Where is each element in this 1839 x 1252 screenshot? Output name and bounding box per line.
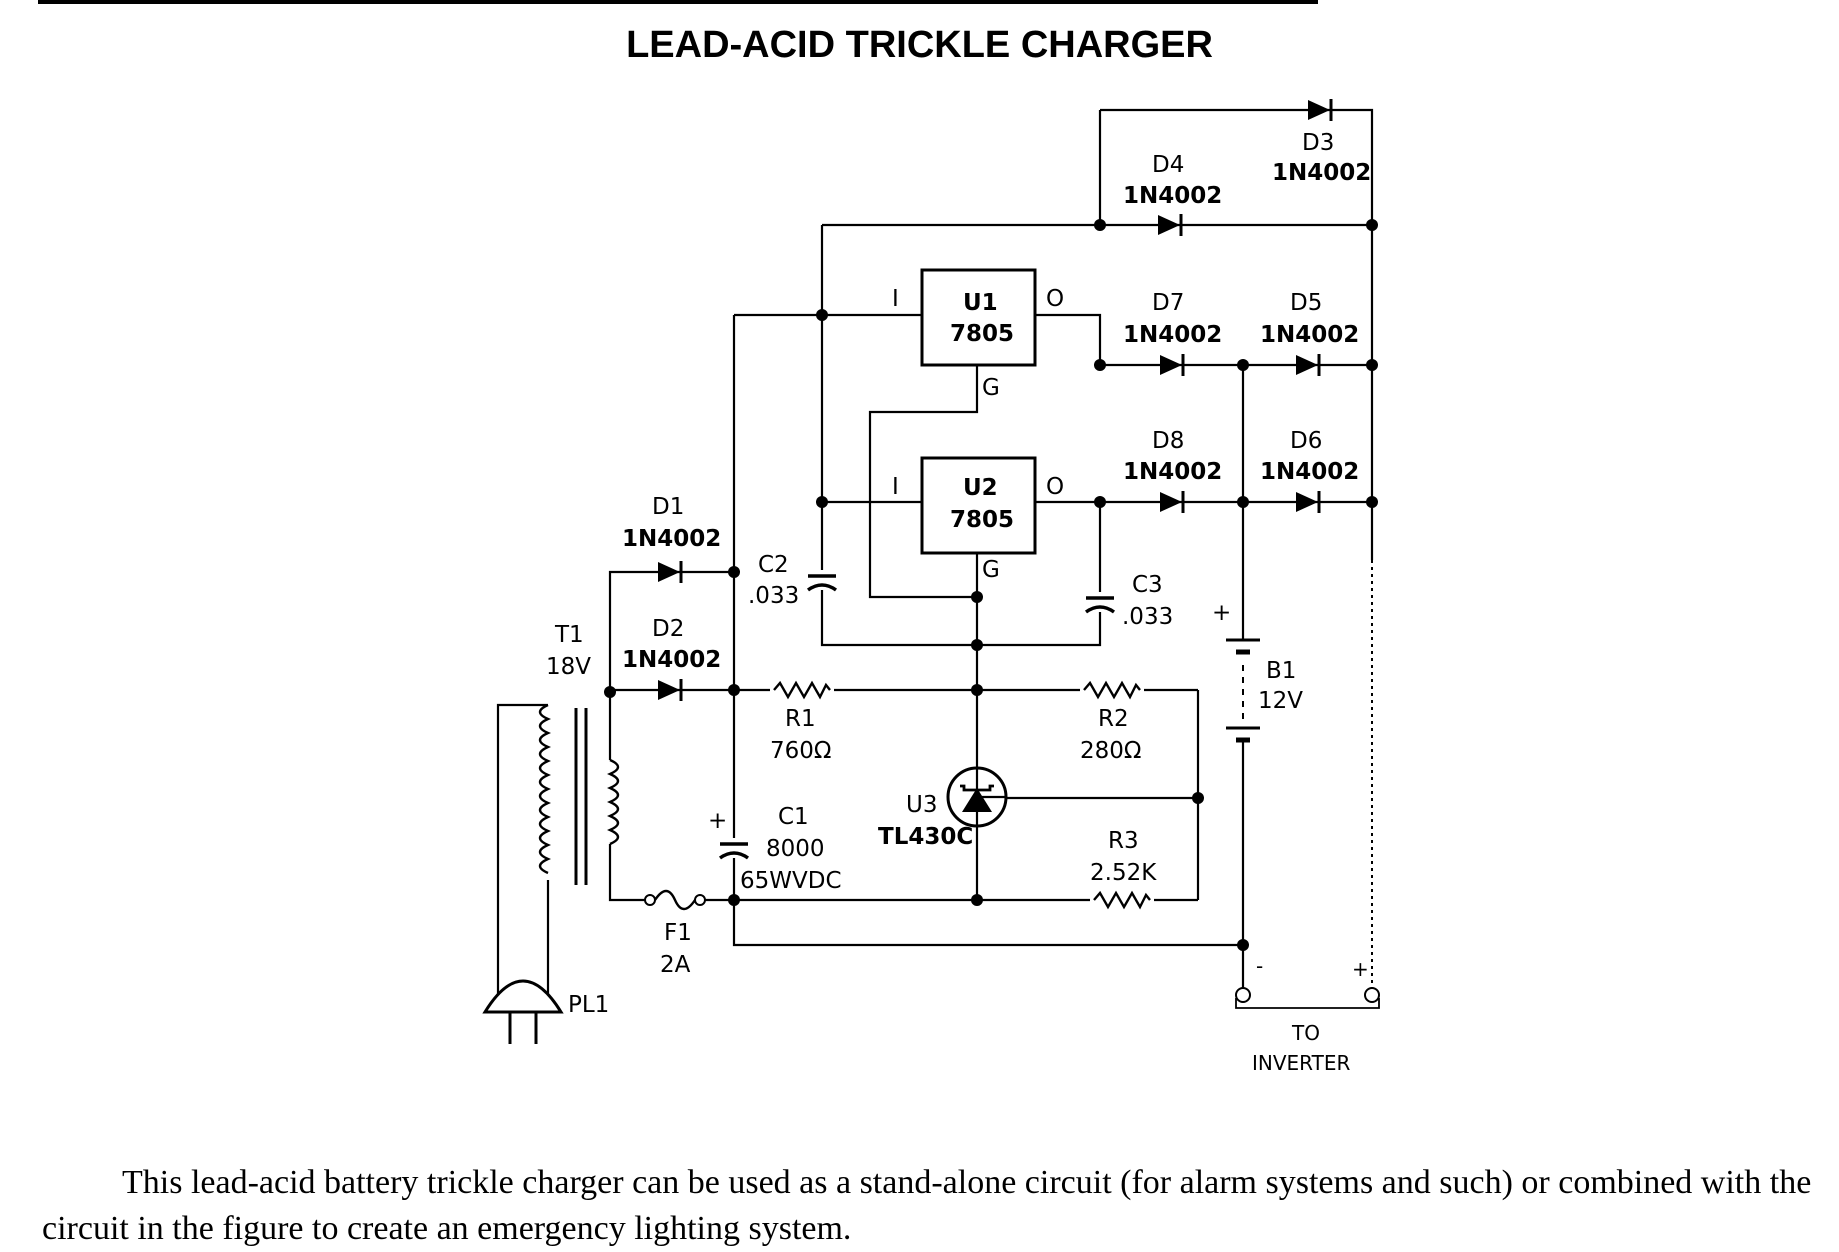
- c1-value-label: 8000: [766, 836, 825, 862]
- d8-part-label: 1N4002: [1123, 459, 1222, 485]
- top-rule: [38, 0, 1318, 4]
- caption-text: This lead-acid battery trickle charger c…: [42, 1164, 1812, 1247]
- u2-pin-o-label: O: [1046, 474, 1064, 500]
- f1-ref-label: F1: [664, 920, 692, 946]
- inverter-plus-label: +: [1352, 957, 1369, 981]
- fuse-f1-symbol: [644, 889, 706, 911]
- regulator-u1-body: [920, 268, 1037, 367]
- d4-part-label: 1N4002: [1123, 183, 1222, 209]
- u1-ref-label: U1: [963, 290, 998, 316]
- u2-part-label: 7805: [950, 507, 1014, 533]
- diode-d2-symbol: [656, 677, 683, 703]
- u1-pin-g-label: G: [982, 375, 1000, 401]
- c2-ref-label: C2: [758, 552, 789, 578]
- diode-d8-symbol: [1158, 489, 1185, 515]
- d2-part-label: 1N4002: [622, 647, 721, 673]
- u2-ref-label: U2: [963, 475, 998, 501]
- f1-value-label: 2A: [660, 952, 691, 978]
- shunt-regulator-u3-symbol: [946, 766, 1008, 828]
- u2-pin-i-label: I: [892, 474, 899, 500]
- c2-value-label: .033: [748, 583, 799, 609]
- c1-rating-label: 65WVDC: [740, 868, 842, 894]
- r2-value-label: 280Ω: [1080, 738, 1141, 764]
- r1-ref-label: R1: [785, 706, 816, 732]
- d4-ref-label: D4: [1152, 152, 1184, 178]
- d8-ref-label: D8: [1152, 428, 1184, 454]
- caption-paragraph: This lead-acid battery trickle charger c…: [42, 1160, 1832, 1252]
- d6-part-label: 1N4002: [1260, 459, 1359, 485]
- diode-d5-symbol: [1294, 352, 1321, 378]
- r3-value-label: 2.52K: [1090, 860, 1157, 886]
- inverter-label-line1: TO: [1291, 1021, 1320, 1045]
- wires: [496, 108, 1374, 1000]
- r2-ref-label: R2: [1098, 706, 1129, 732]
- inverter-minus-label: -: [1256, 954, 1263, 978]
- d3-part-label: 1N4002: [1272, 160, 1371, 186]
- b1-polarity-label: +: [1212, 600, 1231, 626]
- b1-ref-label: B1: [1266, 658, 1296, 684]
- d7-ref-label: D7: [1152, 290, 1184, 316]
- u1-pin-o-label: O: [1046, 286, 1064, 312]
- d6-ref-label: D6: [1290, 428, 1322, 454]
- u1-pin-i-label: I: [892, 286, 899, 312]
- d2-ref-label: D2: [652, 616, 684, 642]
- d7-part-label: 1N4002: [1123, 322, 1222, 348]
- plug-pl1-symbol: [482, 979, 564, 1044]
- c1-polarity-label: +: [708, 808, 727, 834]
- d5-part-label: 1N4002: [1260, 322, 1359, 348]
- regulator-u2-body: [920, 456, 1037, 555]
- inverter-terminals: [1235, 560, 1380, 1009]
- diode-d7-symbol: [1158, 352, 1185, 378]
- pl1-ref-label: PL1: [568, 992, 609, 1018]
- diagram-title: LEAD-ACID TRICKLE CHARGER: [626, 24, 1213, 66]
- c3-value-label: .033: [1122, 604, 1173, 630]
- diode-d3-symbol: [1306, 97, 1333, 123]
- u2-pin-g-label: G: [982, 557, 1000, 583]
- transformer-t1-symbol: [538, 703, 620, 885]
- u3-part-label: TL430C: [878, 824, 973, 850]
- d5-ref-label: D5: [1290, 290, 1322, 316]
- battery-b1-symbol: [1226, 638, 1260, 743]
- schematic-diagram: D3 1N4002 D4 1N4002 I O U1 7805 G D7 1N4…: [482, 97, 1380, 1075]
- diode-d4-symbol: [1156, 212, 1183, 238]
- d3-ref-label: D3: [1302, 130, 1334, 156]
- d1-part-label: 1N4002: [622, 526, 721, 552]
- r3-ref-label: R3: [1108, 828, 1139, 854]
- t1-ref-label: T1: [554, 622, 584, 648]
- diode-d1-symbol: [656, 559, 683, 585]
- c1-ref-label: C1: [778, 804, 809, 830]
- c3-ref-label: C3: [1132, 572, 1163, 598]
- diode-d6-symbol: [1294, 489, 1321, 515]
- u3-ref-label: U3: [906, 792, 937, 818]
- d1-ref-label: D1: [652, 494, 684, 520]
- b1-value-label: 12V: [1258, 688, 1303, 714]
- u1-part-label: 7805: [950, 321, 1014, 347]
- inverter-label-line2: INVERTER: [1252, 1051, 1350, 1075]
- junction-dots: [604, 219, 1378, 951]
- r1-value-label: 760Ω: [770, 738, 831, 764]
- t1-value-label: 18V: [546, 654, 591, 680]
